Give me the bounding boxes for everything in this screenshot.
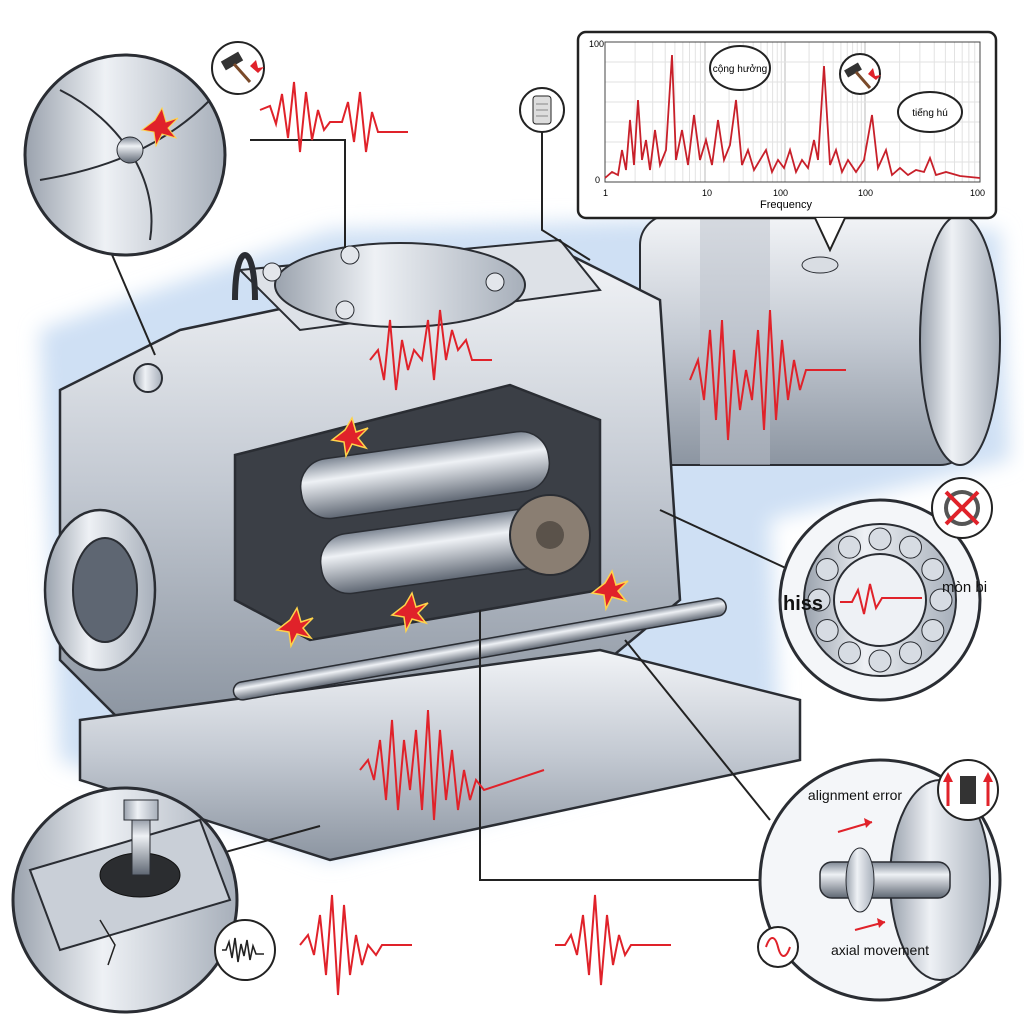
hammer-icon (211, 41, 265, 95)
spectrum-trace (604, 54, 981, 179)
bearing-ball (929, 588, 953, 612)
spectrum-y-bottom: 0 (595, 175, 600, 185)
bearing-ball (899, 641, 922, 665)
label-axial: axial movement (831, 942, 929, 958)
spectrum-x-tick-3: 100 (773, 188, 788, 198)
bearing-ball (815, 558, 839, 581)
callout-impeller-impact (23, 53, 227, 257)
spectrum-xlabel: Frequency (760, 199, 812, 211)
vibration-waves (259, 81, 846, 996)
bearing-ball (868, 649, 892, 673)
callout-bearing-wear: hiss mòn bi (778, 498, 987, 702)
impact-sparks (275, 416, 629, 649)
bearing-fault-icon (931, 477, 993, 539)
sine-wave-icon (757, 926, 799, 968)
label-wear: mòn bi (942, 579, 987, 596)
bearing-ball (838, 535, 861, 559)
label-hiss: hiss (783, 593, 823, 615)
bearing-ball (838, 641, 861, 665)
spectrum-x-tick-5: 100 (970, 188, 985, 198)
spectrum-x-tick-1: 1 (603, 188, 608, 198)
cutaway-rotors (233, 383, 602, 642)
bearing-ball (921, 619, 945, 642)
label-alignment: alignment error (808, 787, 902, 803)
bearing-ball (807, 588, 831, 612)
bearing-ball (899, 535, 922, 559)
spectrum-x-tick-2: 10 (702, 188, 712, 198)
spectrum-x-tick-4: 100 (858, 188, 873, 198)
spectrum-y-top: 100 (589, 39, 604, 49)
bearing-ball (815, 619, 839, 642)
axial-arrows-icon (937, 759, 999, 821)
hammer-impact-icon (839, 53, 881, 95)
bearing-balls (807, 527, 953, 673)
annotation-resonance: cộng hưởng (713, 63, 767, 75)
bearing-ball (868, 527, 892, 551)
bearing-ball (921, 558, 945, 581)
spectrum-panel: 100 0 1 10 100 100 100 Frequency cộng hư… (576, 30, 998, 253)
filter-cartridge-icon (519, 87, 565, 133)
callout-coupling-alignment: alignment error axial movement (758, 758, 1002, 1002)
annotation-whistle: tiếng hú (912, 107, 948, 119)
motor (639, 214, 1001, 466)
callout-mounting-bolt (11, 786, 239, 1014)
waveform-icon (214, 919, 276, 981)
